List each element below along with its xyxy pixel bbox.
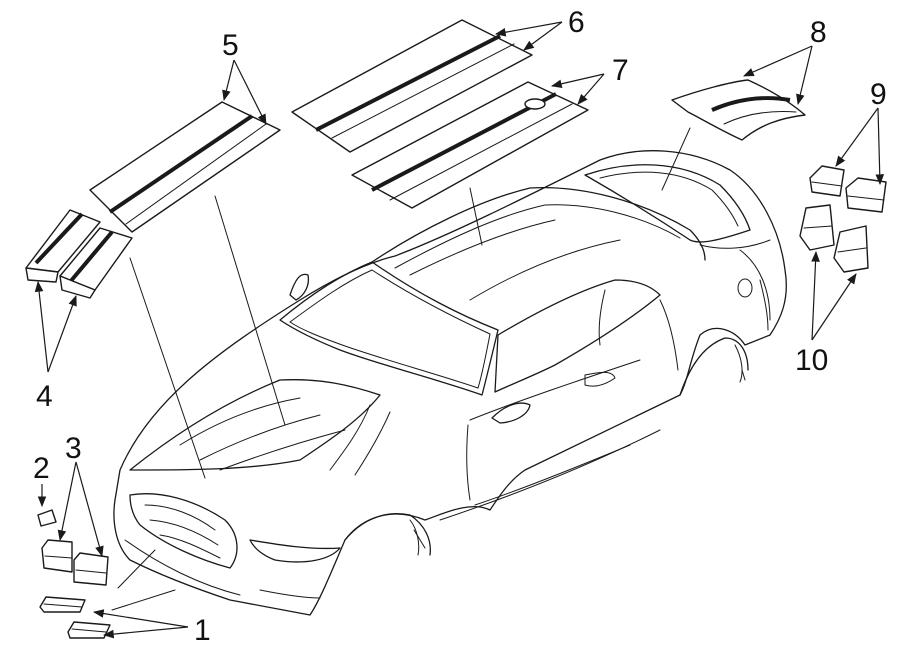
part-1-lower-decals (39, 596, 111, 639)
callout-4: 4 (36, 380, 53, 413)
part-10-leader (811, 250, 857, 341)
callout-3: 3 (65, 432, 82, 465)
part-7-roof-stripe (351, 81, 589, 209)
callout-5: 5 (222, 29, 239, 62)
part-8-trunk-stripes (671, 79, 806, 141)
callout-2: 2 (33, 452, 50, 485)
callout-7: 7 (612, 54, 629, 87)
part-5-hood-stripes (89, 101, 281, 233)
part-10-quarter-decals (799, 204, 869, 273)
callout-9: 9 (870, 78, 887, 111)
part-3-bumper-decals (41, 539, 109, 586)
callout-10: 10 (795, 344, 828, 377)
part-7-leader (469, 73, 605, 246)
part-6-roof-stripes (291, 19, 533, 153)
part-4-fascia-stripes (25, 209, 133, 299)
part-5-leader (129, 59, 286, 479)
callout-1: 1 (194, 614, 211, 647)
part-6-leader (494, 21, 563, 51)
part-8-leader (661, 45, 813, 191)
part-4-leader (34, 280, 77, 373)
part-9-rear-emblems (809, 165, 887, 213)
part-2-emblem (37, 509, 57, 527)
part-1-leader (92, 549, 189, 639)
callout-6: 6 (568, 6, 585, 39)
callout-8: 8 (810, 16, 827, 49)
car-body-outline (113, 150, 787, 616)
part-9-leader (835, 107, 885, 186)
part-3-leader (57, 461, 104, 558)
